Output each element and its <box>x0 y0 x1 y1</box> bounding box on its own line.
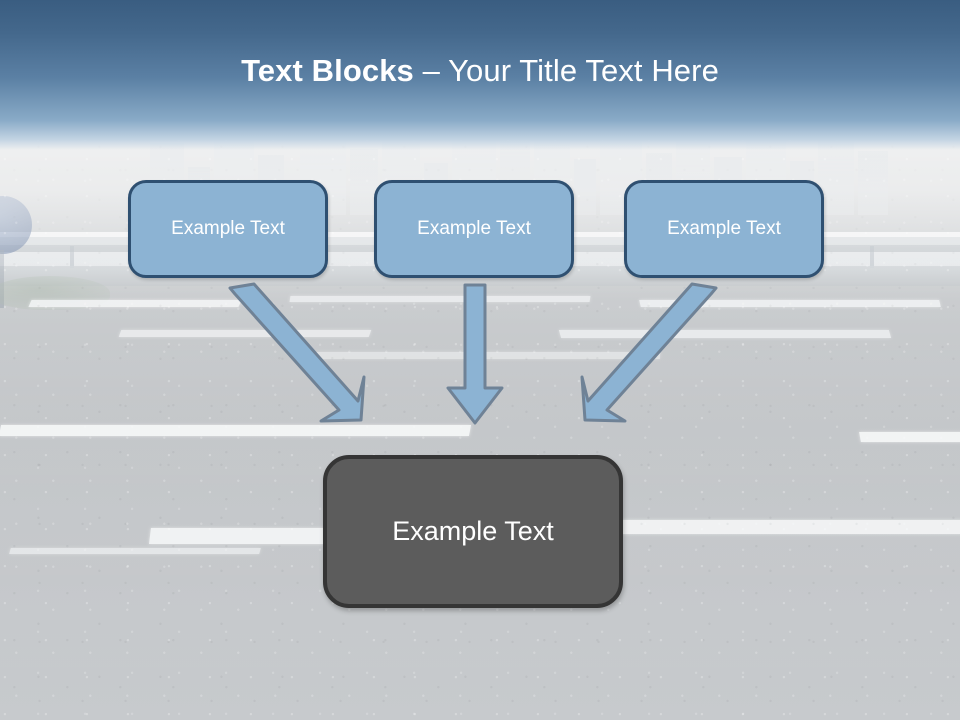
text-block-3[interactable]: Example Text <box>624 180 824 278</box>
page-title-rest: Your Title Text Here <box>448 53 719 88</box>
text-block-result-label: Example Text <box>392 516 554 546</box>
text-block-result[interactable]: Example Text <box>323 455 623 608</box>
arrow-down-icon <box>446 283 504 425</box>
text-block-1[interactable]: Example Text <box>128 180 328 278</box>
text-block-2-label: Example Text <box>417 218 531 239</box>
page-title-strong: Text Blocks <box>241 53 414 88</box>
arrow-down-left-icon <box>580 282 718 423</box>
arrow-down-right-icon <box>228 282 366 423</box>
page-title-separator: – <box>413 53 449 88</box>
text-block-1-label: Example Text <box>171 218 285 239</box>
title-band <box>0 0 960 150</box>
text-block-2[interactable]: Example Text <box>374 180 574 278</box>
page-title: Text Blocks – Your Title Text Here <box>0 52 960 90</box>
text-block-3-label: Example Text <box>667 218 781 239</box>
